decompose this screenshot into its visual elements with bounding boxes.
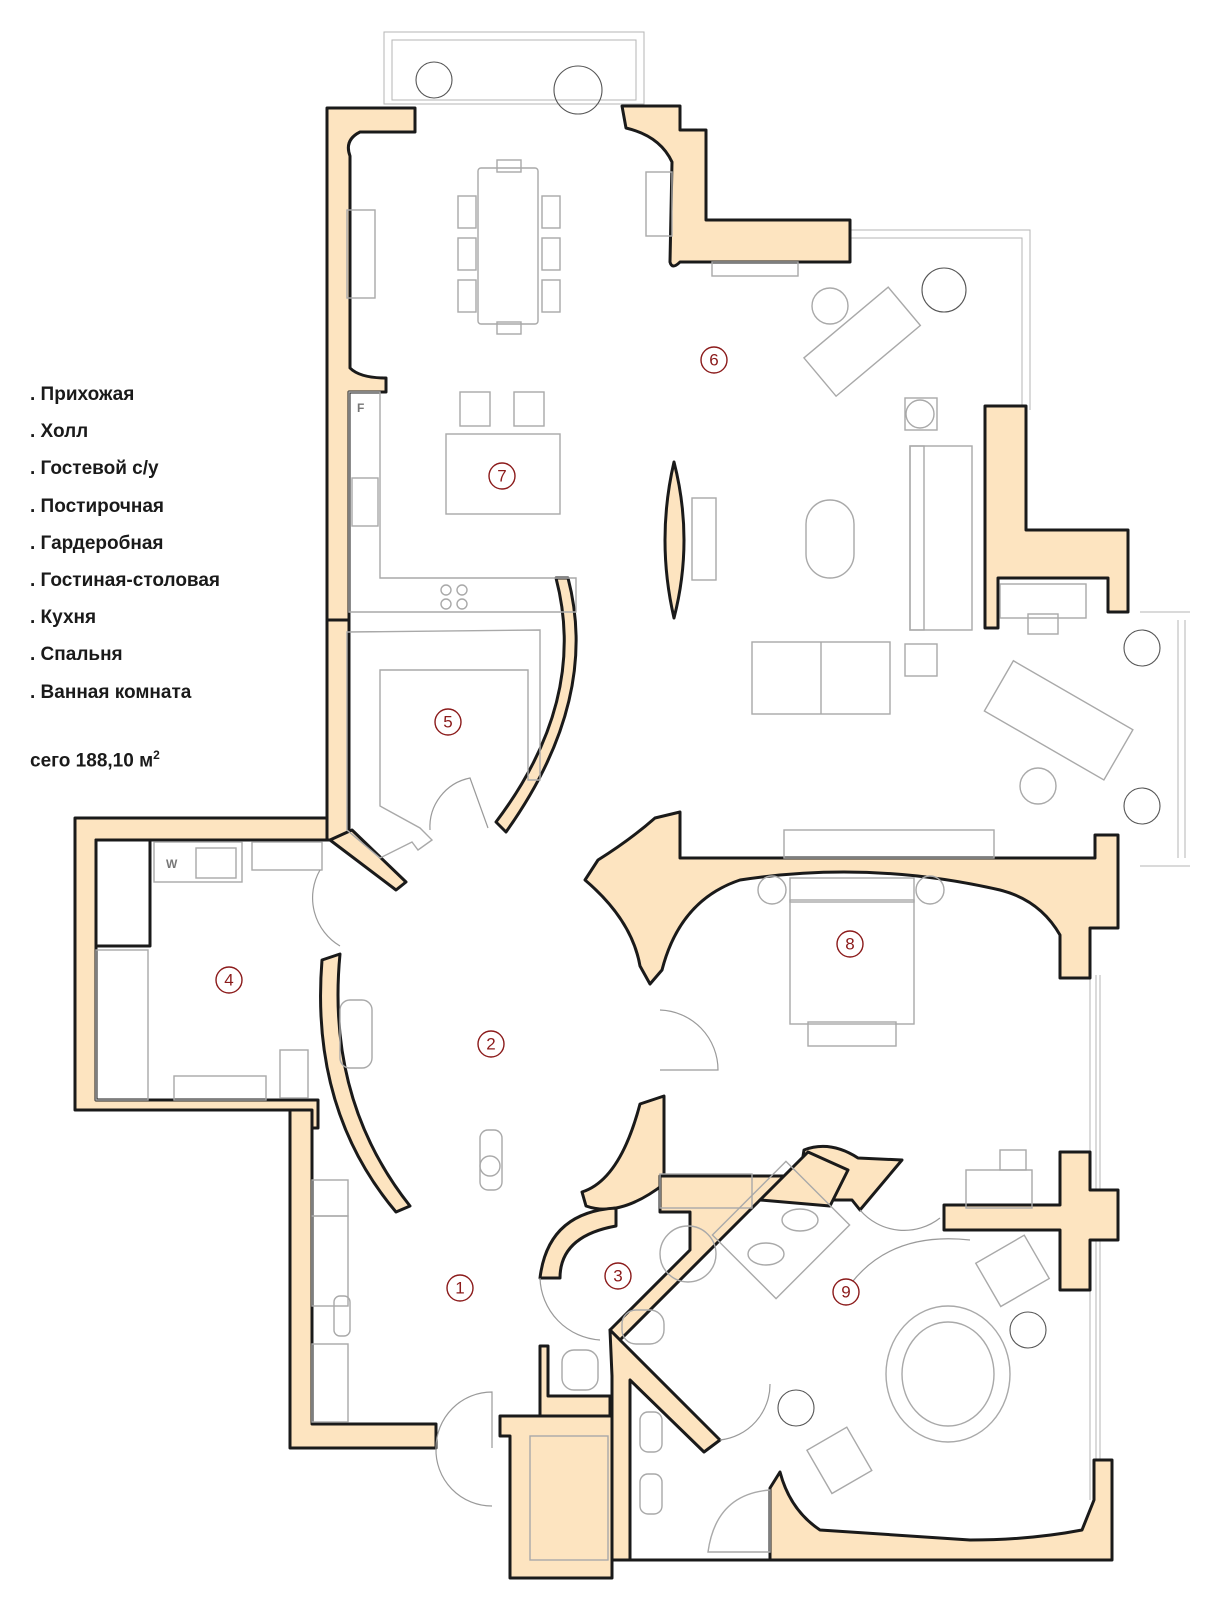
doors [312, 777, 971, 1507]
room-number-8: 8 [836, 930, 864, 958]
total-area-unit-sup: 2 [153, 748, 160, 762]
person-figure [479, 1129, 503, 1191]
room-number-7: 7 [488, 462, 516, 490]
washer-mark: W [166, 857, 178, 871]
svg-text:5: 5 [443, 713, 452, 732]
legend-item-entrance: . Прихожая [30, 384, 135, 405]
legend-item-bedroom: . Спальня [30, 644, 123, 666]
legend-item-living-dining: . Гостиная-столовая [30, 569, 221, 591]
legend-item-hall: . Холл [30, 421, 89, 443]
fridge-mark: F [357, 401, 364, 415]
room-number-9: 9 [832, 1278, 860, 1306]
svg-text:3: 3 [613, 1267, 622, 1286]
room-number-2: 2 [477, 1030, 505, 1058]
furniture [95, 159, 1134, 1561]
legend-item-guest-wc: . Гостевой с/у [30, 458, 159, 480]
total-area: сего 188,10 м2 [30, 748, 160, 772]
plants [415, 61, 1161, 1427]
room-number-5: 5 [434, 708, 462, 736]
room-number-3: 3 [604, 1262, 632, 1290]
svg-text:4: 4 [224, 971, 233, 990]
svg-text:2: 2 [486, 1035, 495, 1054]
walls [73, 104, 1130, 1580]
room-legend: . Прихожая . Холл . Гостевой с/у . Пости… [30, 384, 220, 719]
legend-item-bathroom: . Ванная комната [30, 681, 192, 703]
room-number-1: 1 [446, 1274, 474, 1302]
legend-item-laundry: . Постирочная [30, 495, 165, 517]
legend-item-kitchen: . Кухня [30, 607, 97, 629]
legend-item-wardrobe: . Гардеробная [30, 532, 164, 554]
svg-text:9: 9 [841, 1283, 850, 1302]
room-number-6: 6 [700, 346, 728, 374]
svg-text:8: 8 [845, 935, 854, 954]
svg-text:1: 1 [455, 1279, 464, 1298]
svg-text:6: 6 [709, 351, 718, 370]
svg-text:7: 7 [497, 467, 506, 486]
room-number-4: 4 [215, 966, 243, 994]
total-area-value: сего 188,10 м [30, 750, 154, 772]
